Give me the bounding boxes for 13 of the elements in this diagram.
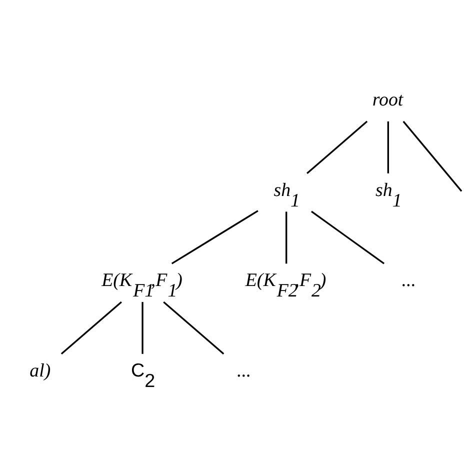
connector: [306, 120, 368, 174]
node-text: al): [30, 360, 51, 381]
node-text: ...: [237, 360, 252, 381]
connector: [142, 301, 144, 354]
connector: [387, 120, 389, 173]
connector: [163, 300, 224, 354]
connector: [60, 300, 122, 354]
node-text: root: [372, 89, 404, 110]
connector: [402, 120, 462, 192]
node-text: ...: [402, 270, 416, 291]
connector: [311, 210, 385, 264]
connector: [286, 211, 288, 264]
connector: [171, 210, 258, 264]
